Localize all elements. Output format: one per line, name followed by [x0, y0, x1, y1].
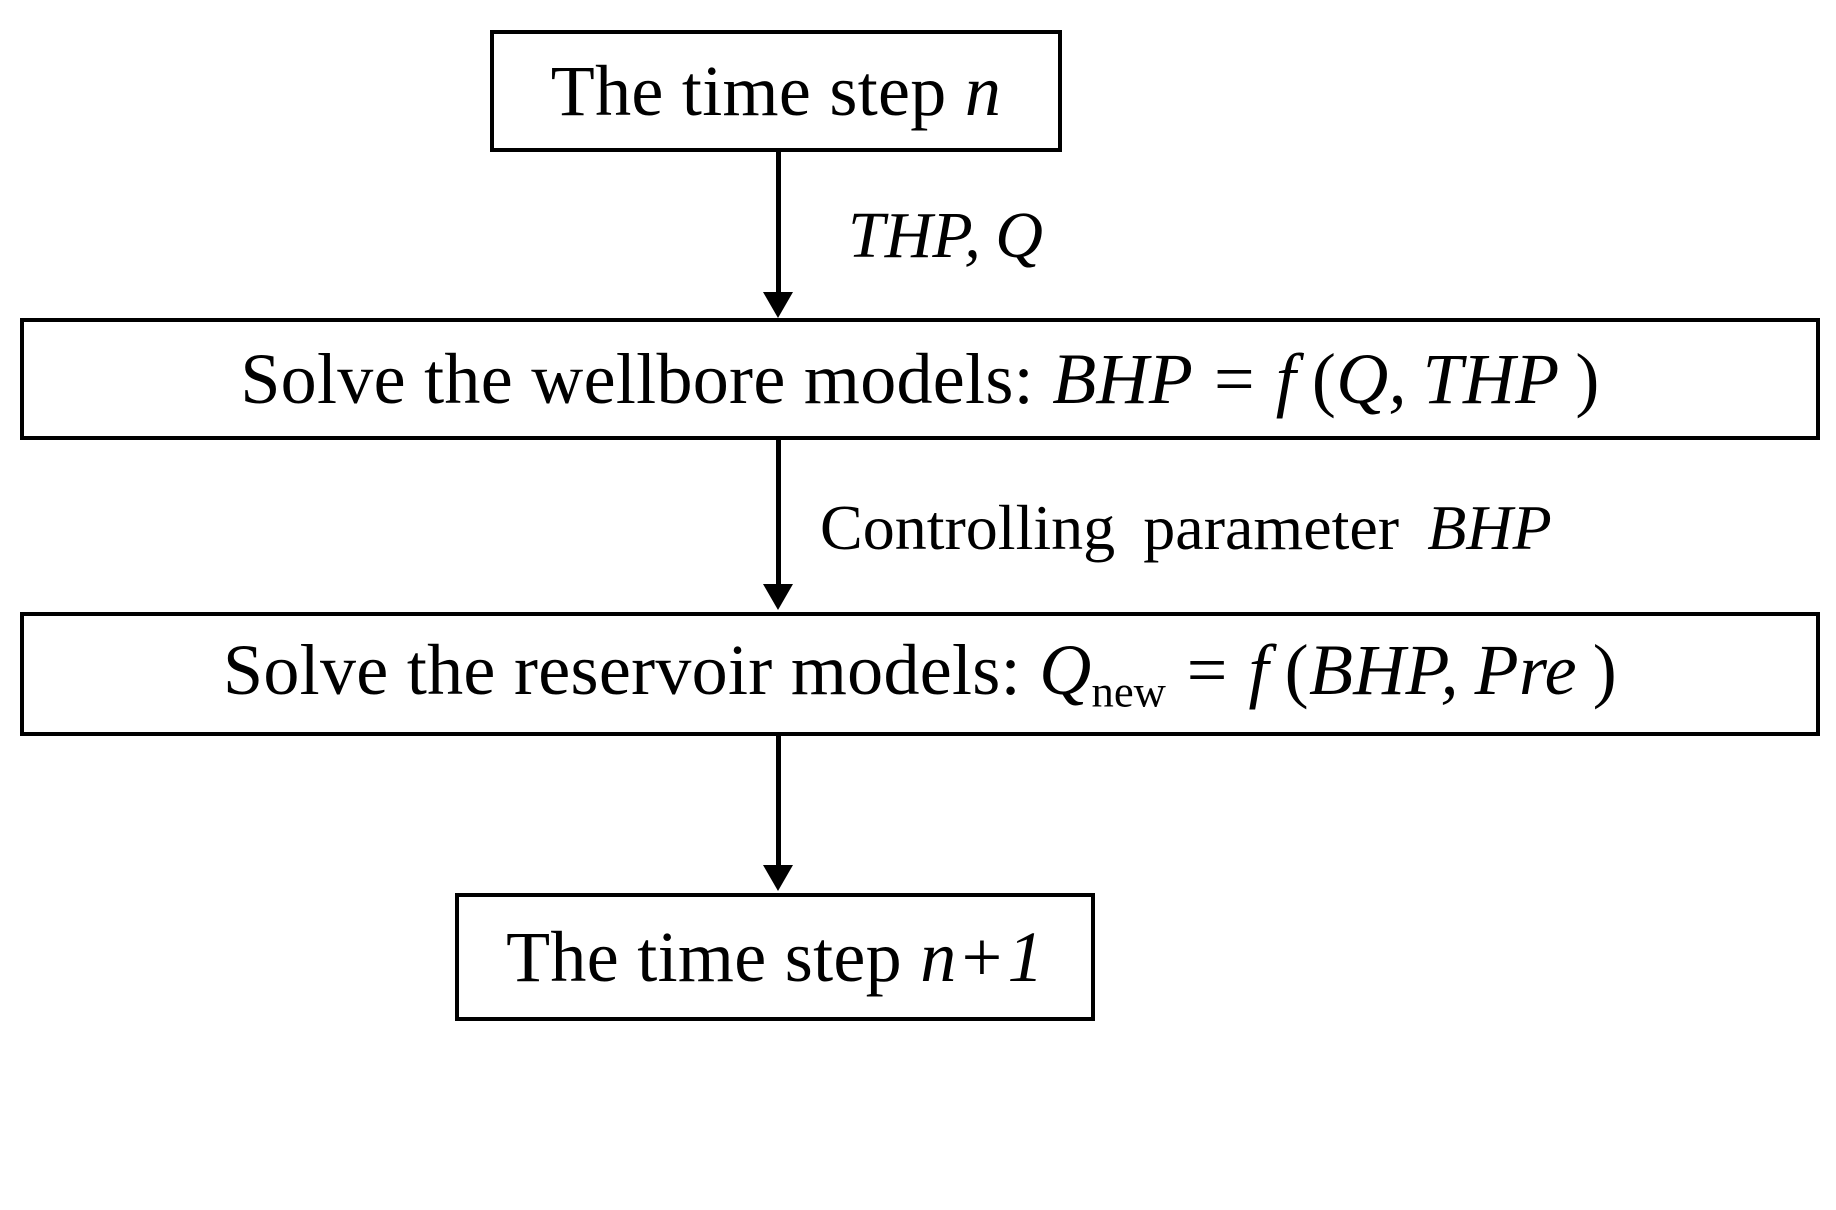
node-reservoir-close-paren: ) [1592, 629, 1617, 710]
node-reservoir-arg-pre: Pre [1474, 629, 1577, 710]
arrowhead-icon [763, 584, 793, 610]
node-wellbore-lhs-bhp: BHP [1052, 339, 1194, 419]
node-time-step-n-label: The time step n [551, 55, 1001, 127]
node-wellbore-arg-q: Q [1336, 339, 1389, 419]
edge-label-thp: THP [848, 199, 965, 272]
edge-label-comma: , [964, 199, 981, 272]
node-solve-reservoir-models[interactable]: Solve the reservoir models: Qnew =f(BHP,P… [20, 612, 1820, 736]
arrowhead-icon [763, 865, 793, 891]
arrow-shaft [776, 152, 781, 296]
edge-label-bhp: BHP [1427, 492, 1552, 563]
node-reservoir-label: Solve the reservoir models: Qnew=f(BHP,P… [223, 634, 1617, 714]
edge-label-thp-q: THP,Q [848, 203, 1043, 269]
edge-label-controlling: Controlling [820, 492, 1116, 563]
node-end-lead-text: The time step [506, 917, 921, 997]
node-reservoir-lhs-q: Q [1039, 629, 1092, 710]
node-wellbore-equals: = [1214, 339, 1255, 419]
node-solve-wellbore-models[interactable]: Solve the wellbore models: BHP=f(Q,THP) [20, 318, 1820, 440]
node-reservoir-lhs-subscript-new: new [1091, 666, 1166, 717]
node-time-step-n-plus-1[interactable]: The time step n+1 [455, 893, 1095, 1021]
node-end-number-1: 1 [1007, 917, 1044, 997]
node-wellbore-label: Solve the wellbore models: BHP=f(Q,THP) [240, 343, 1599, 415]
node-start-lead-text: The time step [550, 51, 965, 131]
node-wellbore-arg-thp: THP [1422, 339, 1560, 419]
node-wellbore-close-paren: ) [1575, 339, 1600, 419]
node-reservoir-function-f: f [1248, 629, 1269, 710]
node-reservoir-lead-text: Solve the reservoir models: [223, 629, 1040, 710]
node-wellbore-function-f: f [1275, 339, 1297, 419]
node-end-plus-sign: + [961, 917, 1003, 997]
arrowhead-icon [763, 292, 793, 318]
node-reservoir-open-paren: ( [1284, 629, 1309, 710]
arrow-shaft [776, 440, 781, 588]
node-reservoir-arg-comma: , [1440, 629, 1459, 710]
node-end-variable-n: n [920, 917, 957, 997]
node-start-variable-n: n [964, 51, 1002, 131]
node-reservoir-arg-bhp: BHP [1308, 629, 1441, 710]
node-wellbore-open-paren: ( [1311, 339, 1337, 419]
node-end-label: The time step n+1 [506, 921, 1044, 993]
edge-label-parameter: parameter [1143, 492, 1400, 563]
node-time-step-n[interactable]: The time step n [490, 30, 1062, 152]
edge-label-q: Q [995, 199, 1043, 272]
node-wellbore-lead-text: Solve the wellbore models: [240, 339, 1053, 419]
arrow-shaft [776, 736, 781, 869]
node-reservoir-equals: = [1186, 629, 1228, 710]
node-wellbore-arg-comma: , [1388, 339, 1407, 419]
